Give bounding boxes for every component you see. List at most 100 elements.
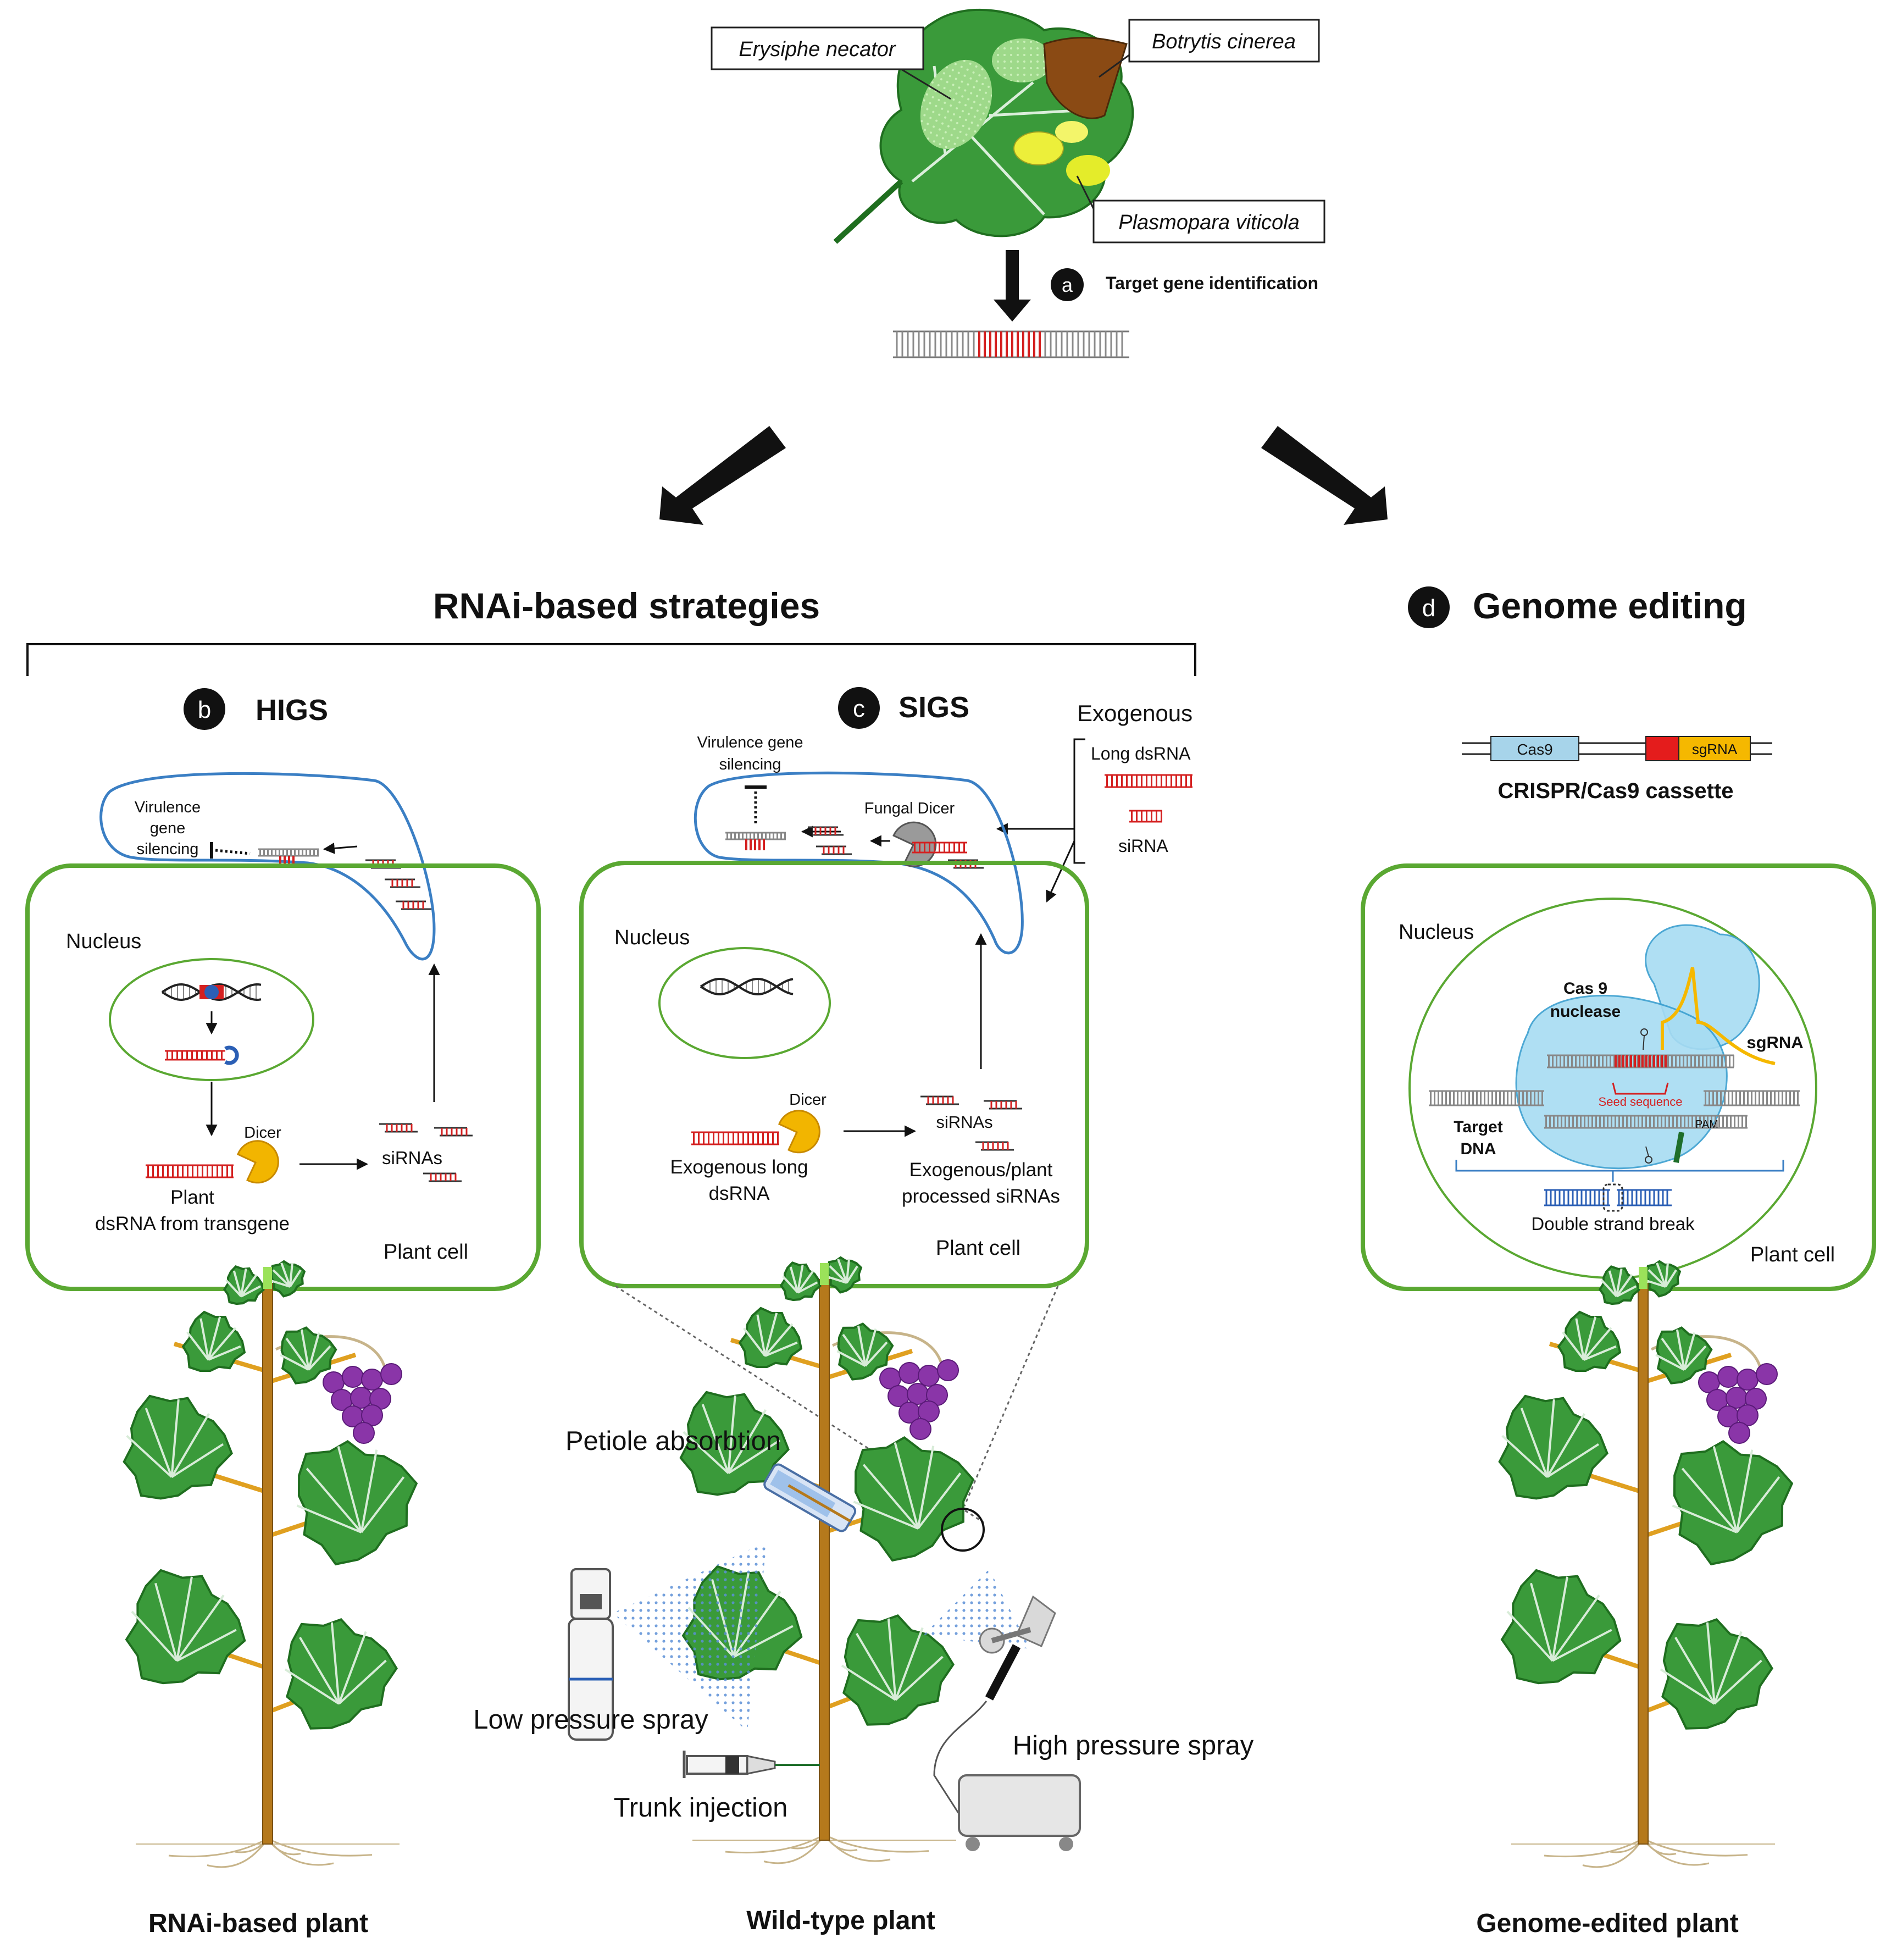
- double-strand-break-dna: [1544, 1183, 1672, 1212]
- sirna-duplex: [396, 900, 431, 910]
- sigs-title: SIGS: [898, 691, 969, 724]
- sigs-exo-line2: dsRNA: [709, 1183, 770, 1204]
- dsb-label: Double strand break: [1531, 1214, 1695, 1234]
- vine-leaf: [123, 1394, 233, 1500]
- high-pressure-spray-label: High pressure spray: [1013, 1731, 1254, 1760]
- rnai-based-plant: [123, 1260, 418, 1868]
- sirna-duplex: [920, 1095, 959, 1105]
- erysiphe-label: Erysiphe necator: [739, 38, 896, 61]
- vine-leaf: [1498, 1394, 1608, 1500]
- zoom-line-right: [963, 1286, 1059, 1507]
- sigs-nucleus: [658, 947, 831, 1059]
- step-a-arrow: [994, 250, 1031, 322]
- fungal-dicer-label: Fungal Dicer: [864, 800, 955, 817]
- vine-leaf: [738, 1306, 803, 1369]
- grape-cluster: [879, 1359, 959, 1440]
- pam-label: PAM: [1695, 1119, 1718, 1131]
- wild-type-plant: [679, 1256, 975, 1864]
- right-branch-arrow: [1261, 426, 1388, 525]
- higs-dicer-label: Dicer: [244, 1124, 281, 1142]
- higs-virulence-line2: gene: [150, 820, 186, 837]
- sgrna-box-label: sgRNA: [1692, 741, 1738, 757]
- higs-plant-line1: Plant: [170, 1187, 214, 1208]
- rnai-strategies-title: RNAi-based strategies: [433, 585, 820, 626]
- sgrna-label: sgRNA: [1746, 1033, 1803, 1052]
- sgrna-strand: [1661, 967, 1776, 1065]
- sirna-duplex: [434, 1127, 473, 1137]
- svg-text:a: a: [1062, 274, 1073, 296]
- higs-virulence-line1: Virulence: [135, 799, 201, 816]
- vine-leaf: [841, 1614, 955, 1726]
- dsb-bracket: [1455, 1160, 1784, 1182]
- higs-fungus-arrow: [323, 842, 358, 854]
- edited-plant-label: Genome-edited plant: [1476, 1909, 1738, 1938]
- cas9-label: Cas9: [1517, 741, 1552, 758]
- sigs-cell-sirnas: [920, 1095, 1022, 1151]
- higs-plant-cell-label: Plant cell: [384, 1241, 468, 1264]
- sigs-dicer-icon: [778, 1110, 820, 1154]
- svg-text:c: c: [853, 695, 865, 722]
- vine-leaf: [1660, 1618, 1773, 1730]
- sirna-duplex: [816, 845, 852, 855]
- cas9-nuclease-line1: Cas 9: [1563, 979, 1607, 998]
- vine-leaf: [296, 1439, 418, 1566]
- sirna-duplex: [385, 878, 420, 888]
- higs-hairpin-rna: [165, 1045, 239, 1065]
- sigs-sirna-label: siRNA: [1118, 836, 1168, 856]
- seed-sequence-label: Seed sequence: [1599, 1095, 1683, 1109]
- target-gene-label: Target gene identification: [1106, 273, 1318, 293]
- sigs-fungal-long-dsrna: [912, 841, 967, 854]
- high-pressure-spray-cone: [923, 1569, 1030, 1649]
- wild-plant-label: Wild-type plant: [746, 1906, 935, 1935]
- higs-nucleus: [109, 958, 314, 1081]
- target-dna-line1: Target: [1454, 1118, 1502, 1136]
- vine-leaf: [827, 1256, 863, 1294]
- sigs-sirnas-label: siRNAs: [936, 1112, 992, 1132]
- vine-leaf: [836, 1322, 894, 1381]
- higs-dicer-icon: [237, 1140, 279, 1184]
- grape-cluster: [1698, 1363, 1778, 1444]
- pam-mark: [1673, 1132, 1684, 1163]
- seed-bracket: [1612, 1082, 1669, 1095]
- higs-fungus: [99, 772, 436, 961]
- crispr-nucleus-label: Nucleus: [1399, 921, 1474, 944]
- svg-text:b: b: [198, 696, 211, 723]
- vine-leaf: [280, 1326, 337, 1385]
- vine-leaf: [679, 1391, 790, 1496]
- sigs-plant-cell-label: Plant cell: [936, 1237, 1020, 1260]
- higs-transgene-dna: [161, 983, 262, 1001]
- plasmopara-label: Plasmopara viticola: [1118, 211, 1299, 234]
- genome-editing-title: Genome editing: [1473, 585, 1747, 626]
- sigs-exogenous-bracket: [1073, 738, 1085, 864]
- target-gene-strip: [893, 330, 1129, 358]
- svg-text:d: d: [1422, 595, 1435, 622]
- sirna-duplex: [423, 1172, 462, 1182]
- sigs-long-dsrna-label: Long dsRNA: [1091, 744, 1191, 763]
- vine-leaf: [223, 1265, 265, 1305]
- sigs-dicer-label: Dicer: [789, 1091, 827, 1109]
- higs-nucleus-label: Nucleus: [66, 930, 141, 953]
- badge-a: a: [1051, 268, 1084, 301]
- plasmopara-label-box: Plasmopara viticola: [1076, 175, 1325, 243]
- high-pressure-spray-gun-icon: [933, 1595, 1056, 1814]
- sigs-virulence-line1: Virulence gene: [697, 734, 803, 751]
- sirna-duplex: [379, 1123, 418, 1133]
- low-pressure-spray-bottle-icon: [568, 1568, 614, 1741]
- sirna-duplex: [808, 826, 844, 836]
- vine-leaf: [853, 1436, 975, 1562]
- botrytis-label-box: Botrytis cinerea: [1099, 19, 1320, 78]
- low-pressure-spray-label: Low pressure spray: [473, 1705, 708, 1735]
- vine-leaf: [270, 1260, 306, 1298]
- infected-leaf: [833, 8, 1134, 244]
- sigs-genomic-dna: [700, 977, 794, 996]
- vine-leaf: [284, 1618, 398, 1730]
- sigs-exo-long-dsrna: [1105, 774, 1192, 788]
- sigs-exo-sirna: [1129, 810, 1162, 823]
- sigs-fungus: [694, 771, 1024, 955]
- botrytis-label: Botrytis cinerea: [1152, 30, 1296, 53]
- badge-b: b: [184, 688, 225, 730]
- crispr-cassette: Cas9 sgRNA: [1462, 736, 1772, 761]
- sigs-exo-long-dsrna-cell: [691, 1131, 779, 1145]
- sigs-proc-line2: processed siRNAs: [902, 1186, 1060, 1207]
